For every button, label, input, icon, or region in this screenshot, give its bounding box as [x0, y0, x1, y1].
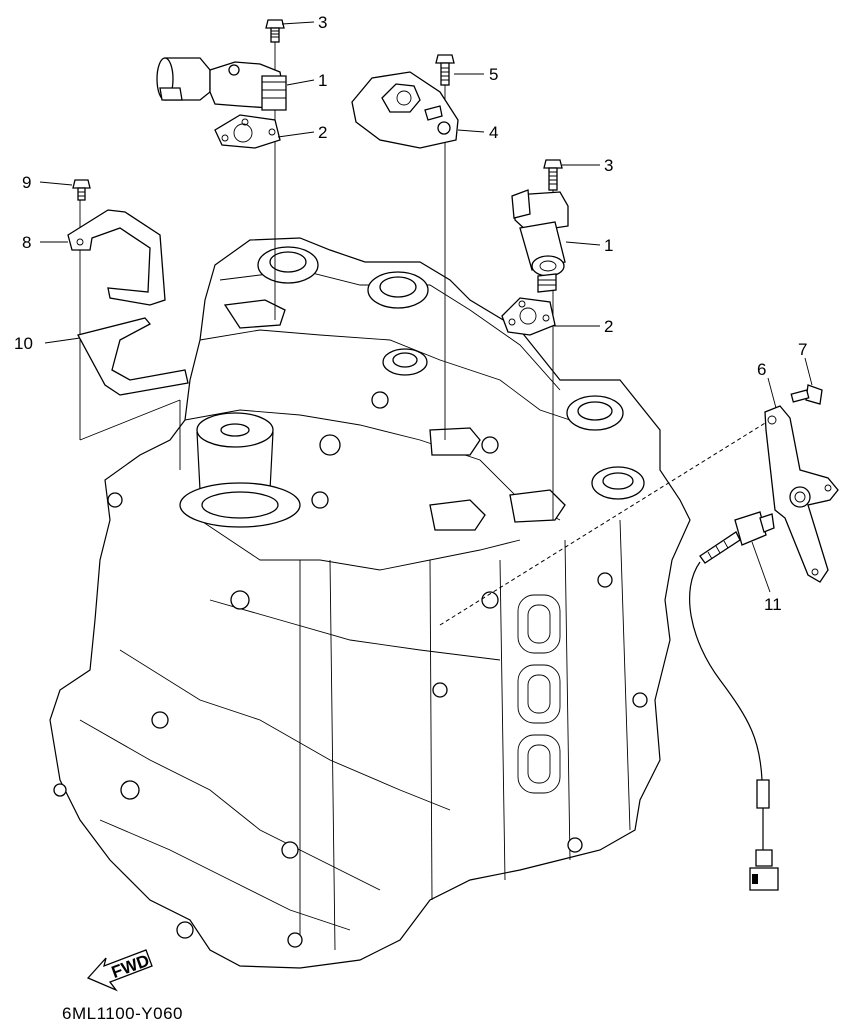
gasket-part-2-upper: [214, 114, 281, 149]
bolt-part-5: [435, 54, 455, 86]
drawing-code: 6ML1100-Y060: [62, 1004, 183, 1023]
callout-1-lower: 1: [604, 236, 613, 255]
bolt-part-7: [790, 384, 823, 405]
callout-8: 8: [22, 233, 31, 252]
oil-control-valve-part-1-lower: [511, 189, 569, 293]
callout-7: 7: [798, 340, 807, 359]
plate-part-10: [77, 317, 189, 396]
oil-control-valve-part-1-upper: [156, 57, 287, 111]
callout-2-lower: 2: [604, 317, 613, 336]
callout-3-upper: 3: [318, 13, 327, 32]
callout-10: 10: [14, 334, 33, 353]
callout-4: 4: [489, 123, 498, 142]
gasket-part-2-lower: [501, 297, 556, 336]
callout-3-lower: 3: [604, 156, 613, 175]
bracket-part-6: [764, 405, 839, 583]
callout-numbers: 3 1 2 5 4 3 1 2 9 8 10 7 6 11: [14, 13, 807, 614]
callout-5: 5: [489, 65, 498, 84]
fwd-label: FWD: [109, 951, 152, 982]
cover-part-4: [351, 71, 459, 149]
cylinder-head-block: [49, 237, 691, 969]
callout-11: 11: [764, 595, 782, 614]
knock-sensor-part-11: [689, 511, 779, 891]
callout-2-upper: 2: [318, 123, 327, 142]
bracket-part-8: [67, 209, 166, 306]
bolt-part-9: [72, 179, 91, 201]
callout-6: 6: [757, 360, 766, 379]
forward-direction-arrow: [86, 949, 153, 992]
bolt-part-3-upper: [265, 19, 285, 43]
bolt-part-3-lower: [543, 159, 563, 191]
callout-1-upper: 1: [318, 71, 327, 90]
callout-leaders: [39, 21, 813, 593]
callout-9: 9: [22, 173, 31, 192]
